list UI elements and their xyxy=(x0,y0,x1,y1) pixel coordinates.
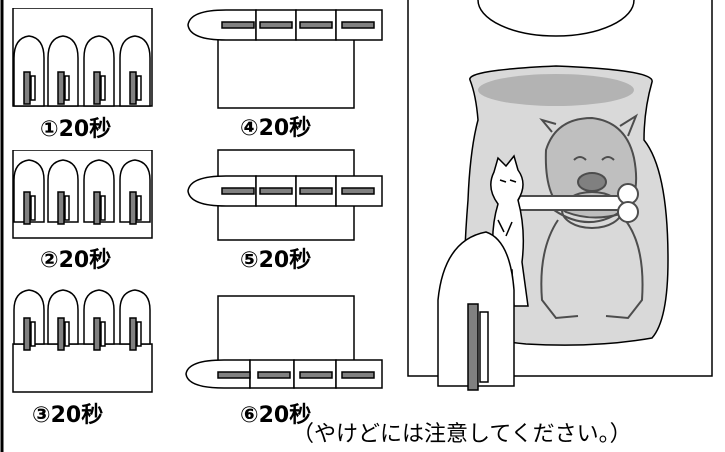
step-3-diagram xyxy=(12,289,153,393)
step-6-label: ⑥20秒 xyxy=(240,403,312,428)
step-4-label: ④20秒 xyxy=(240,116,312,141)
step-2-diagram xyxy=(12,150,153,239)
bulldog-figure xyxy=(539,113,644,320)
front-iron xyxy=(437,231,515,391)
burn-caution-text: （やけどには注意してください。） xyxy=(292,422,632,447)
step-6-diagram xyxy=(185,295,383,389)
step-1-label: ①20秒 xyxy=(40,117,112,142)
iron-group xyxy=(13,35,151,107)
step-5-label: ⑤20秒 xyxy=(240,248,312,273)
jar-illustration xyxy=(407,0,713,391)
step-1-diagram xyxy=(12,8,153,107)
step-4-diagram xyxy=(187,9,383,109)
step-3-label: ③20秒 xyxy=(32,403,104,428)
step-5-diagram xyxy=(187,149,383,241)
step-2-label: ②20秒 xyxy=(40,248,112,273)
